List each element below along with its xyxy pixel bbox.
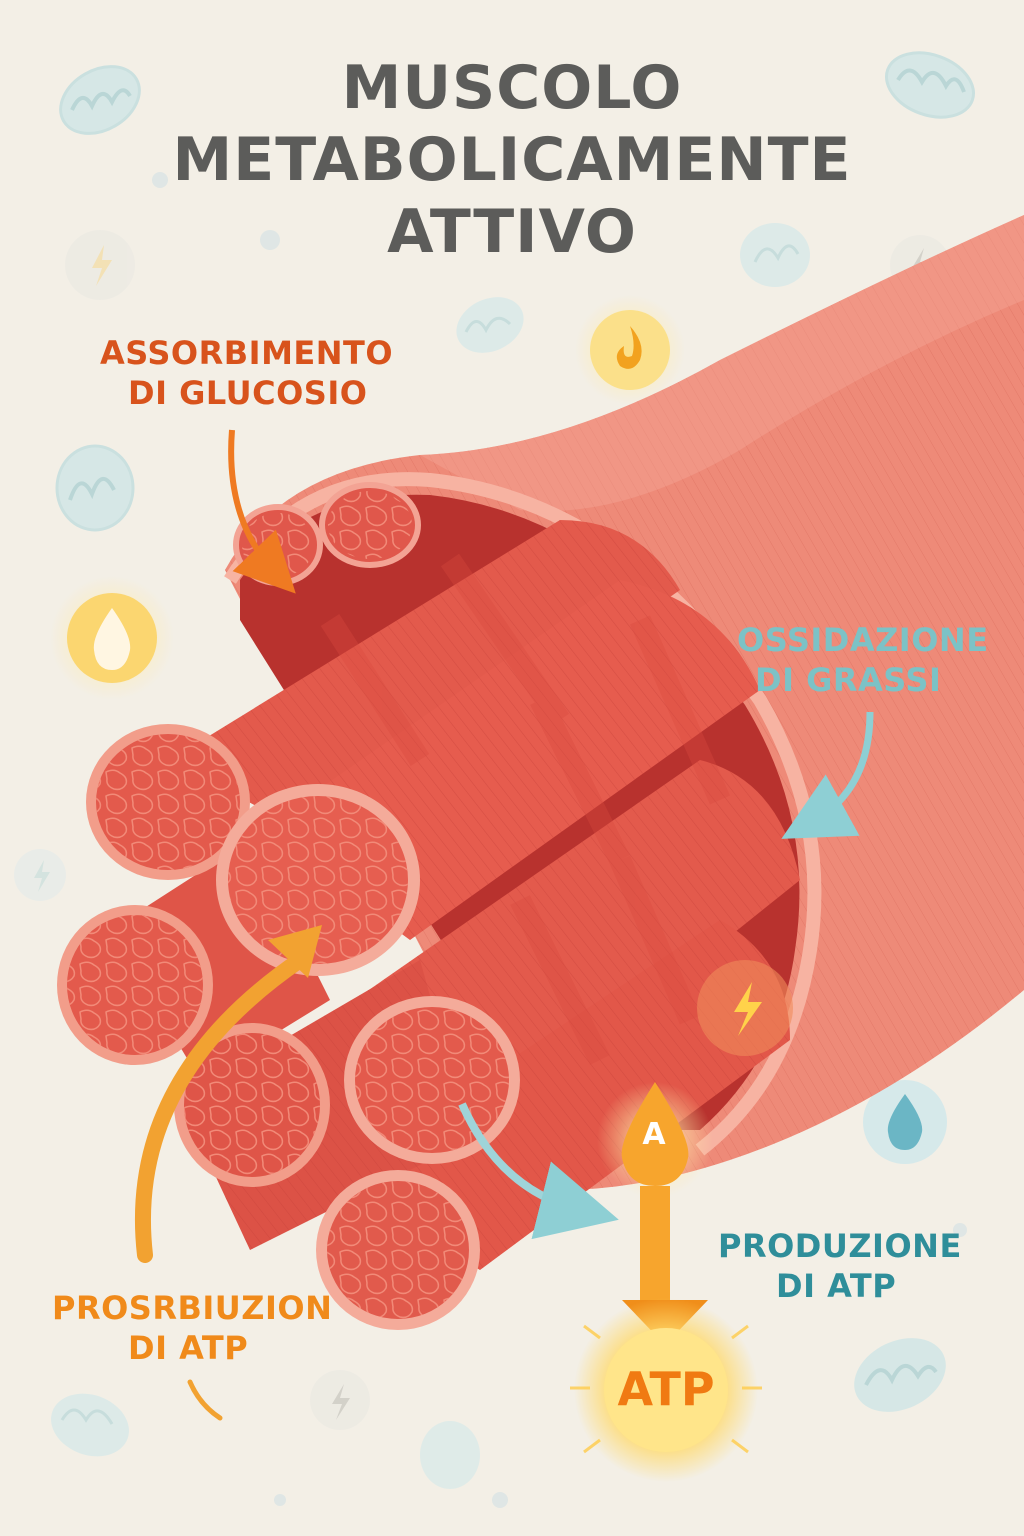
mitochondrion-icon [55,444,135,532]
label-line: ASSORBIMENTO [100,334,394,372]
atp-badge [570,1298,762,1482]
fat-drop-icon [50,576,174,700]
fascicle-cross-section [344,996,520,1164]
inflow-arrow [134,952,308,1263]
label-glucose-uptake: ASSORBIMENTO DI GLUCOSIO [100,333,393,413]
lightning-icon [697,960,793,1056]
label-line: PRODUZIONE [718,1227,962,1265]
fascicle-cross-section [316,1170,480,1330]
mitochondrion-icon [456,297,524,353]
mitochondrion-icon [420,1421,480,1489]
fascicle-cross-section [57,905,213,1065]
mitochondrion-icon [59,65,141,135]
title-line-2: METABOLICAMENTE [172,125,852,195]
atp-drop-icon [597,1082,713,1198]
title-line-3: ATTIVO [387,197,637,267]
atp-flow-arrow [458,1102,619,1240]
fascicle-cross-section [216,784,420,976]
label-line: DI ATP [128,1329,249,1367]
glucose-arrow [228,429,296,594]
label-fat-oxidation: OSSIDAZIONE DI GRASSI [737,620,989,700]
mitochondrion-icon [740,223,810,287]
water-drop-icon [863,1080,947,1164]
fascicle-cross-section [86,724,250,880]
lightning-icon [14,849,66,901]
mitochondrion-icon [884,51,976,119]
lightning-icon [65,230,135,300]
atp-drop-letter: A [642,1117,666,1152]
mitochondrion-icon [854,1338,946,1412]
label-line: OSSIDAZIONE [737,621,989,659]
label-line: DI GRASSI [755,661,942,699]
label-line: DI GLUCOSIO [128,374,368,412]
mitochondrion-icon [51,1393,129,1457]
page-title: MUSCOLO METABOLICAMENTE ATTIVO [0,52,1024,268]
fat-oxidation-arrow [781,711,874,839]
label-line: DI ATP [776,1267,897,1305]
title-line-1: MUSCOLO [341,53,683,123]
flame-icon [575,295,685,405]
label-atp-left: PROSRBIUZION DI ATP [52,1288,332,1368]
atp-badge-label: ATP [617,1362,715,1416]
label-line: PROSRBIUZION [52,1289,333,1327]
fascicle-cross-section [174,1023,330,1187]
lightning-icon [310,1370,370,1430]
label-atp-production: PRODUZIONE DI ATP [718,1226,962,1306]
